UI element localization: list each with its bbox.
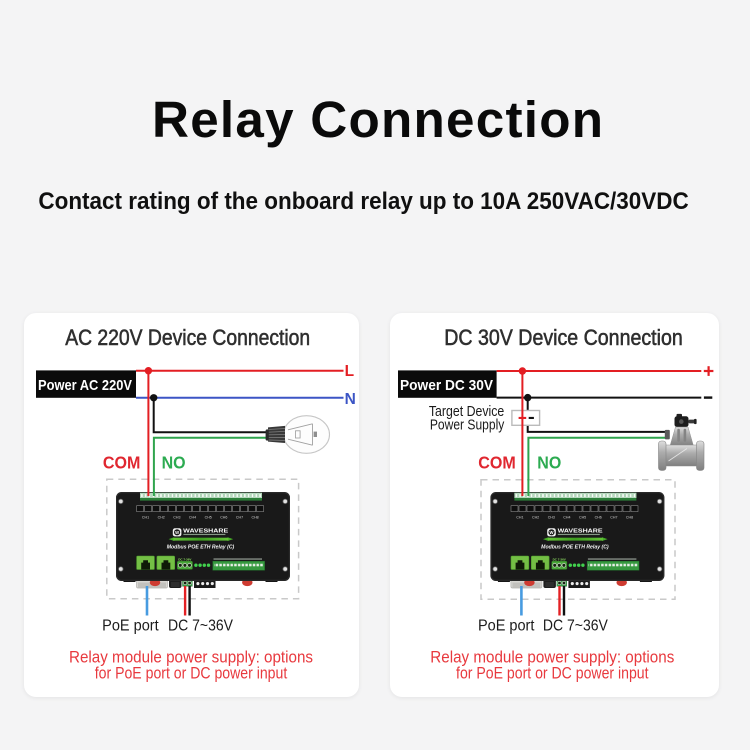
svg-text:COM: COM: [478, 453, 516, 473]
svg-text:N: N: [345, 391, 356, 408]
svg-text:DC 7~36V: DC 7~36V: [168, 618, 234, 635]
svg-text:PoE port: PoE port: [478, 618, 535, 635]
svg-text:PoE port: PoE port: [102, 618, 159, 635]
svg-text:Relay module power supply: opt: Relay module power supply: options: [69, 648, 313, 667]
svg-text:Target Device: Target Device: [429, 404, 504, 420]
svg-text:AC 220V Device Connection: AC 220V Device Connection: [65, 325, 310, 350]
svg-text:Power Supply: Power Supply: [430, 418, 505, 434]
svg-text:NO: NO: [537, 453, 561, 473]
svg-text:Relay module power supply: opt: Relay module power supply: options: [430, 648, 674, 667]
svg-text:L: L: [345, 363, 354, 380]
svg-text:COM: COM: [103, 453, 141, 473]
svg-text:NO: NO: [162, 453, 186, 473]
svg-text:Power DC 30V: Power DC 30V: [400, 378, 493, 394]
svg-text:DC 30V Device Connection: DC 30V Device Connection: [444, 325, 683, 350]
svg-text:Power AC 220V: Power AC 220V: [38, 378, 132, 394]
svg-text:DC 7~36V: DC 7~36V: [543, 618, 609, 635]
svg-text:for PoE port or DC power input: for PoE port or DC power input: [95, 663, 288, 682]
svg-text:Contact rating of the onboard: Contact rating of the onboard relay up t…: [38, 188, 688, 215]
svg-text:for PoE port or DC power input: for PoE port or DC power input: [456, 663, 649, 682]
svg-text:Relay Connection: Relay Connection: [152, 91, 603, 148]
